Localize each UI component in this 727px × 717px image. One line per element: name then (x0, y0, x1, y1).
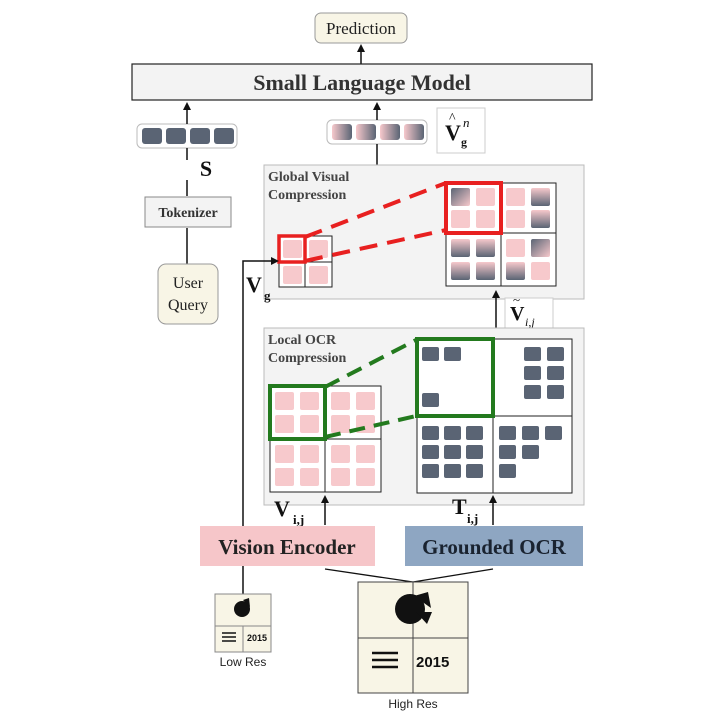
symbol-vgn: V ^ g n (436, 107, 486, 154)
tij-grid (415, 337, 573, 494)
line-highres-to-ocr (412, 568, 494, 583)
svg-text:i,j: i,j (293, 512, 304, 527)
green-dashed-connector-top (324, 338, 417, 389)
red-dashed-connector-bottom (304, 228, 447, 263)
symbol-tij: T i,j (452, 494, 478, 526)
tokenizer-box: Tokenizer (144, 196, 232, 228)
arrow-lowres-to-vg (242, 257, 279, 594)
svg-text:V: V (274, 496, 290, 521)
line-highres-to-encoder (324, 568, 414, 583)
svg-text:V: V (445, 120, 461, 145)
symbol-vg: V g (246, 272, 271, 303)
red-dashed-connector-top (304, 181, 447, 239)
user-query-line2: Query (168, 297, 208, 314)
svg-text:~: ~ (513, 292, 520, 307)
local-ocr-label-line2: Compression (268, 351, 347, 366)
svg-text:i,j: i,j (525, 315, 535, 329)
svg-text:V: V (246, 272, 262, 297)
user-query-line1: User (173, 275, 204, 292)
low-res-label: Low Res (220, 655, 267, 669)
symbol-vij: V i,j (274, 496, 304, 527)
high-res-label: High Res (388, 697, 437, 711)
query-token-row (136, 123, 238, 149)
svg-text:n: n (463, 115, 470, 130)
global-large-grid (444, 181, 557, 287)
svg-text:i,j: i,j (467, 511, 478, 526)
svg-text:V: V (510, 303, 525, 325)
local-ocr-label-line1: Local OCR (268, 333, 337, 348)
svg-text:g: g (461, 135, 467, 149)
symbol-s: S (200, 156, 212, 181)
vij-grid (268, 384, 382, 493)
user-query-box: User Query (157, 263, 219, 325)
prediction-box: Prediction (314, 12, 408, 44)
vision-encoder-label: Vision Encoder (218, 535, 355, 559)
low-res-year: 2015 (247, 633, 267, 643)
svg-text:T: T (452, 494, 467, 519)
svg-text:^: ^ (449, 111, 456, 126)
symbol-v-tilde-ij: V ~ i,j (504, 292, 554, 329)
high-res-year: 2015 (416, 654, 449, 671)
vision-encoder-box: Vision Encoder (200, 526, 375, 566)
visual-token-row (326, 119, 428, 145)
global-visual-label-line2: Compression (268, 188, 347, 203)
grounded-ocr-box: Grounded OCR (405, 526, 583, 566)
low-res-image: 2015 (214, 593, 272, 653)
global-visual-label-line1: Global Visual (268, 170, 349, 185)
small-language-model-label: Small Language Model (253, 70, 471, 95)
svg-text:g: g (264, 288, 271, 303)
grounded-ocr-label: Grounded OCR (422, 535, 567, 559)
vg-small-grid (277, 234, 333, 288)
green-dashed-connector-bottom (324, 414, 417, 439)
high-res-image: 2015 (357, 581, 469, 694)
small-language-model-box: Small Language Model (131, 63, 593, 101)
prediction-label: Prediction (326, 19, 396, 38)
tokenizer-label: Tokenizer (158, 206, 217, 221)
